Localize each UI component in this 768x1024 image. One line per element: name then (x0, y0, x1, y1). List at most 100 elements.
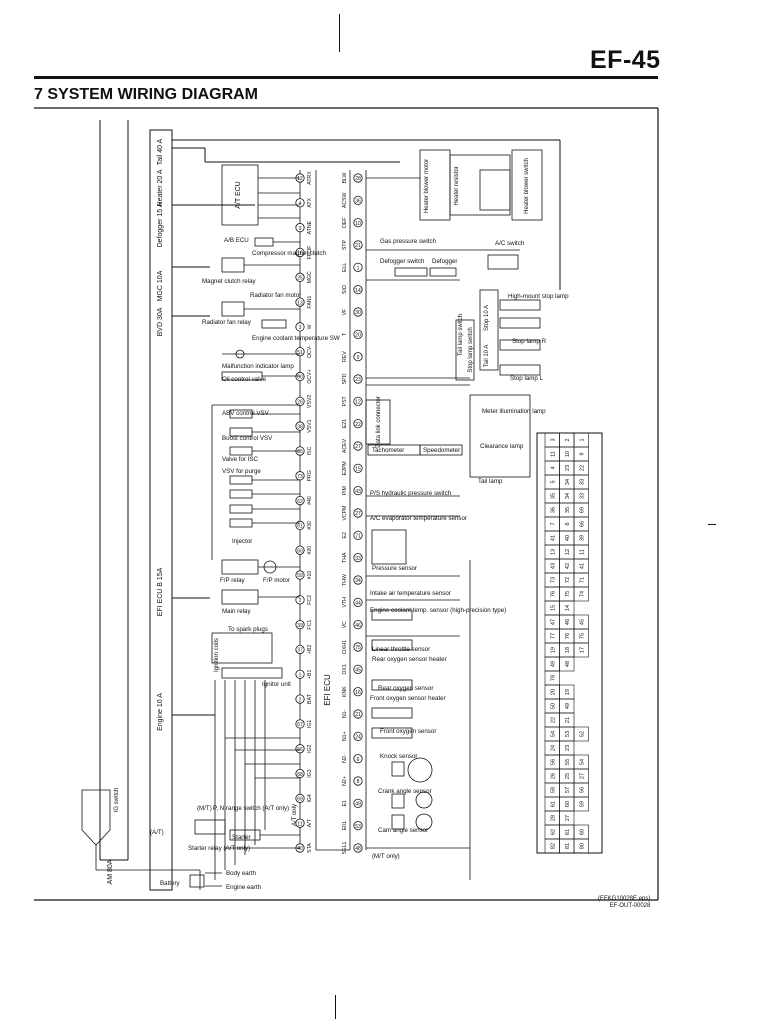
ecu-right-pin (353, 262, 363, 272)
tail-switch-label: Tail lamp switch (458, 314, 464, 356)
ecu-left-pin (295, 247, 305, 258)
ecu-left-pin (295, 595, 305, 605)
ecu-left-pin (295, 371, 305, 382)
ecu-left-pin-number: 69 (297, 797, 303, 803)
ecu-right-pins: 28BLW36ACSW10DEF21STP1ELL14SIO30VF20T9RE… (342, 172, 363, 855)
ecu-right-pin (353, 173, 363, 183)
radiator-fan-relay-label: Radiator fan relay (202, 319, 252, 326)
ecu-left-pin-name: #10 (307, 571, 313, 580)
clearance-label: Clearance lamp (480, 443, 524, 450)
ecu-left-pin (295, 223, 305, 233)
ecu-right-pin-number: 43 (355, 489, 361, 495)
ecu-right-pin-number: 16 (355, 690, 361, 696)
ecu-left-pin-number: 38 (297, 424, 303, 430)
connector-pin-label: 26 (550, 773, 556, 779)
connector-pin-label: 22 (550, 717, 556, 723)
ecu-right-pin-name: N1+ (342, 731, 348, 741)
ign-coils-label: Ignition coils (213, 638, 220, 672)
ecu-left-pin-name: OCV- (307, 345, 313, 358)
ecu-left-pin-number: 73 (297, 474, 303, 480)
ecu-left-pin-name: FPOF (307, 246, 313, 260)
connector-pin-label: 41 (579, 563, 585, 569)
connector-pin-label: 61 (550, 801, 556, 807)
ecu-left-pin-name: FC2 (307, 595, 313, 605)
ecu-left-pin-number: 3 (299, 226, 302, 232)
connector-cell (573, 726, 589, 742)
ecu-left-pin-name: FAN1 (307, 295, 313, 308)
engine-earth-label: Engine earth (226, 884, 262, 891)
file-ref: (EFKG10028E.eps) EF-OUT-00028 (598, 896, 650, 910)
connector-pin-label: 56 (550, 759, 556, 765)
ecu-right-pin-name: KNK (342, 686, 348, 697)
file-ref-line-2: EF-OUT-00028 (609, 903, 651, 909)
ecu-right-pin (353, 687, 363, 697)
ecu-right-pin-name: E2PM (342, 461, 348, 475)
efi-ecu-label: EFI ECU (323, 674, 332, 706)
stop-fuse-label: Stop 10 A (484, 305, 490, 331)
connector-pin-label: 11 (579, 549, 585, 555)
ecu-right-pin-name: THA (342, 552, 348, 563)
connector-pin-label: 80 (579, 843, 585, 849)
ecu-right-pin-number: 9 (357, 355, 360, 361)
connector-pin-label: 18 (565, 647, 571, 653)
connector-pin-label: 45 (579, 619, 585, 625)
tachometer-label: Tachometer (372, 447, 404, 454)
ecu-right-pin (353, 575, 363, 585)
ecu-right-pin-number: 10 (355, 221, 361, 227)
fuse-tail: Tail 40 A (157, 138, 164, 165)
connector-pin-label: 54 (550, 731, 556, 737)
connector-pin-label: 4 (550, 466, 556, 469)
connector-pin-label: 42 (565, 563, 571, 569)
connector-pin-label: 62 (550, 829, 556, 835)
crop-mark-top (339, 14, 340, 52)
ecu-right-pin (353, 553, 363, 563)
ecu-right-pin (353, 620, 363, 630)
ecu-left-pin-number: 37 (297, 648, 303, 654)
ecu-left-pin-name: OCV+ (307, 369, 313, 383)
section-title: 7 SYSTEM WIRING DIAGRAM (34, 86, 259, 103)
at-only-label: A/T only (292, 804, 298, 826)
connector-pin-label: 60 (579, 829, 585, 835)
ecu-left-pin-name: IG2 (307, 744, 313, 752)
ecu-right-pin-name: REV (342, 351, 348, 362)
ecu-right-pin-number: 27 (355, 511, 361, 517)
ecu-left-pin-number: 62 (297, 499, 303, 505)
connector-pin-label: 58 (550, 787, 556, 793)
connector-pin-label: 13 (550, 549, 556, 555)
ecu-right-pin-number: 14 (355, 288, 361, 294)
connector-pin-label: 19 (550, 647, 556, 653)
ecu-right-pin-number: 49 (355, 802, 361, 808)
ecu-right-pin-number: 21 (355, 712, 361, 718)
crop-mark-right (708, 524, 716, 525)
ecu-left-pin-number: 50 (297, 375, 303, 381)
connector-pin-label: 69 (579, 507, 585, 513)
ecu-left-pin-name: STA (307, 843, 313, 853)
ig-switch-label: IG switch (114, 788, 120, 813)
ecu-right-pin-number: 48 (355, 846, 361, 852)
connector-pin-label: 12 (565, 549, 571, 555)
fp-motor-label: F/P motor (263, 577, 290, 584)
connector-pin-label: 57 (565, 787, 571, 793)
ecu-left-pin-number: 1 (299, 672, 302, 678)
connector-pin-label: 6 (565, 522, 571, 525)
right-components-lines (365, 149, 543, 880)
ecu-right-pin-number: 20 (355, 333, 361, 339)
throttle-label: Linear throttle sensor (372, 646, 430, 653)
ecu-right-pin-name: PST (342, 395, 348, 406)
ecu-right-pin-number: 33 (355, 556, 361, 562)
connector-pin-label: 22 (579, 465, 585, 471)
connector-pin-label: 48 (565, 661, 571, 667)
coolant-sw-label: Engine coolant temperature SW (252, 335, 340, 342)
ecu-right-pin-number: 28 (355, 176, 361, 182)
connector-pin-label: 76 (565, 633, 571, 639)
ecu-right-pin-number: 27 (355, 444, 361, 450)
connector-pin-label: 17 (579, 647, 585, 653)
ecu-left-pin (295, 495, 305, 506)
ecu-right-pin-name: SEL1 (342, 842, 348, 855)
connector-pin-label: 74 (579, 591, 585, 597)
ecu-right-pin (353, 441, 363, 451)
battery-label: Battery (160, 880, 181, 887)
ecu-left-pin-name: FC1 (307, 620, 313, 630)
ecu-right-pin-number: 71 (355, 534, 361, 540)
stop-r-label: Stop lamp R (512, 338, 547, 345)
